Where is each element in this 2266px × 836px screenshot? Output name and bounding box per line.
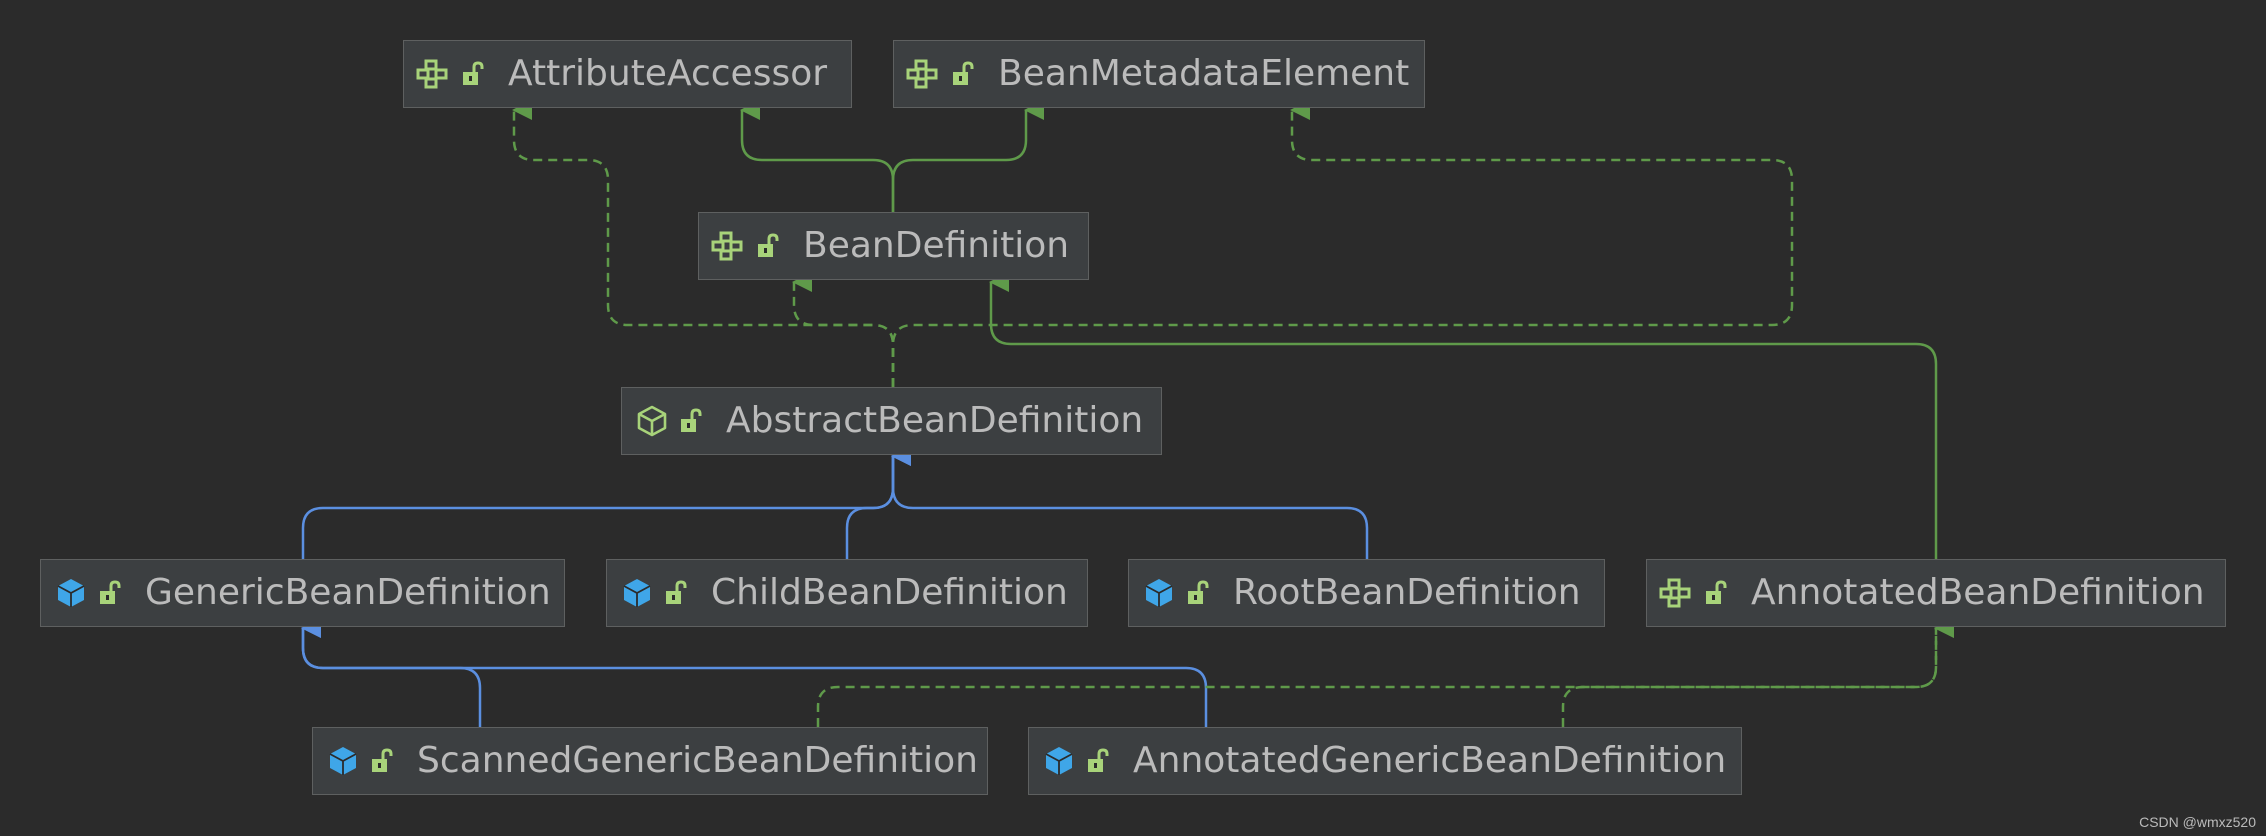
public-lock-icon — [1185, 578, 1211, 608]
public-lock-icon — [460, 59, 486, 89]
public-lock-icon — [663, 578, 689, 608]
interface-icon — [906, 56, 942, 92]
node-annotated-bean-definition[interactable]: AnnotatedBeanDefinition — [1646, 559, 2226, 627]
node-label: RootBeanDefinition — [1233, 572, 1581, 613]
node-label: GenericBeanDefinition — [145, 572, 551, 613]
node-attribute-accessor[interactable]: AttributeAccessor — [403, 40, 852, 108]
node-label: AnnotatedGenericBeanDefinition — [1133, 740, 1727, 781]
node-label: AnnotatedBeanDefinition — [1751, 572, 2205, 613]
edge-abstractbeandefinition-to-beanmetadataelement — [891, 100, 1794, 387]
edge-scannedgenericbeandefinition-to-genericbeandefinition — [301, 618, 482, 727]
public-lock-icon — [1085, 746, 1111, 776]
edge-annotatedbeandefinition-to-beandefinition — [989, 272, 1938, 559]
public-lock-icon — [950, 59, 976, 89]
class-icon — [1041, 743, 1077, 779]
public-lock-icon — [1703, 578, 1729, 608]
edge-beandefinition-to-attributeaccessor — [740, 100, 895, 212]
edge-rootbeandefinition-to-abstractbeandefinition — [891, 446, 1369, 559]
abstract-class-icon — [634, 403, 670, 439]
node-label: BeanMetadataElement — [998, 53, 1410, 94]
node-bean-metadata-element[interactable]: BeanMetadataElement — [893, 40, 1425, 108]
node-generic-bean-definition[interactable]: GenericBeanDefinition — [40, 559, 565, 627]
node-label: ChildBeanDefinition — [711, 572, 1068, 613]
node-root-bean-definition[interactable]: RootBeanDefinition — [1128, 559, 1605, 627]
interface-icon — [1659, 575, 1695, 611]
watermark: CSDN @wmxz520 — [2139, 814, 2256, 830]
edge-abstractbeandefinition-to-beandefinition — [792, 272, 895, 387]
node-scanned-generic-bean-definition[interactable]: ScannedGenericBeanDefinition — [312, 727, 988, 795]
node-label: AttributeAccessor — [508, 53, 828, 94]
class-icon — [325, 743, 361, 779]
node-annotated-generic-bean-definition[interactable]: AnnotatedGenericBeanDefinition — [1028, 727, 1742, 795]
node-label: ScannedGenericBeanDefinition — [417, 740, 978, 781]
interface-icon — [416, 56, 452, 92]
node-label: AbstractBeanDefinition — [726, 400, 1144, 441]
edge-scannedgenericbeandefinition-to-annotatedbeandefinition — [816, 618, 1954, 727]
public-lock-icon — [97, 578, 123, 608]
edge-genericbeandefinition-to-abstractbeandefinition — [301, 446, 911, 559]
edge-annotatedgenericbeandefinition-to-genericbeandefinition — [301, 618, 1208, 727]
node-child-bean-definition[interactable]: ChildBeanDefinition — [606, 559, 1088, 627]
edge-beandefinition-to-beanmetadataelement — [891, 100, 1044, 212]
edge-childbeandefinition-to-abstractbeandefinition — [845, 446, 911, 559]
node-label: BeanDefinition — [803, 225, 1070, 266]
interface-icon — [711, 228, 747, 264]
node-bean-definition[interactable]: BeanDefinition — [698, 212, 1089, 280]
class-icon — [619, 575, 655, 611]
node-abstract-bean-definition[interactable]: AbstractBeanDefinition — [621, 387, 1162, 455]
class-icon — [1141, 575, 1177, 611]
edge-annotatedgenericbeandefinition-to-annotatedbeandefinition — [1561, 618, 1954, 727]
public-lock-icon — [678, 406, 704, 436]
public-lock-icon — [755, 231, 781, 261]
class-icon — [53, 575, 89, 611]
public-lock-icon — [369, 746, 395, 776]
